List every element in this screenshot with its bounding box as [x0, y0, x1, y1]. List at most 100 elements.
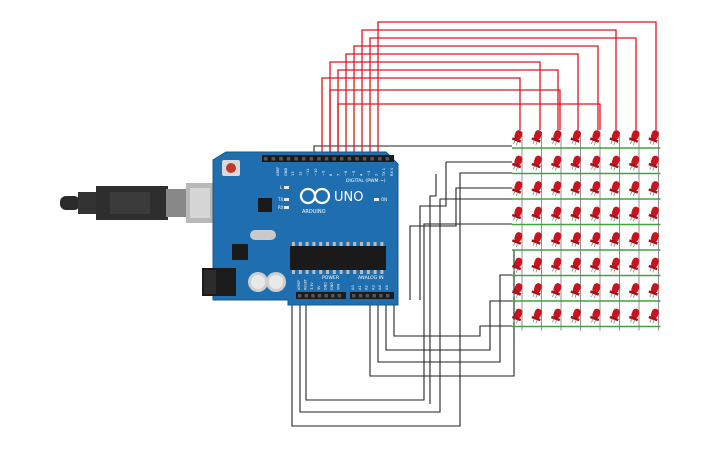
usb-cable[interactable] — [60, 183, 216, 223]
led[interactable] — [511, 205, 525, 222]
led[interactable] — [647, 154, 661, 171]
led[interactable] — [530, 205, 544, 222]
led-tx-label: TX — [277, 197, 283, 202]
led[interactable] — [569, 129, 583, 146]
power-pin-label: IOREF — [297, 280, 301, 290]
aref-label: AREF — [276, 167, 280, 176]
led[interactable] — [608, 154, 622, 171]
led[interactable] — [589, 129, 603, 146]
digital-pin-label: 8 — [329, 173, 333, 176]
analog-header-label: ANALOG IN — [358, 275, 384, 281]
led[interactable] — [530, 129, 544, 146]
led[interactable] — [589, 154, 603, 171]
digital-header-label: DIGITAL (PWM ~) — [346, 178, 386, 184]
power-pin-label: VIN — [337, 284, 341, 290]
digital-pin-label: ~10 — [314, 168, 318, 176]
analog-pin-label: A4 — [378, 285, 382, 290]
power-pin-label: 3.3V — [310, 282, 314, 290]
microcontroller-chip — [290, 246, 386, 270]
led[interactable] — [589, 205, 603, 222]
led[interactable] — [628, 307, 642, 324]
power-pin-label: GND — [330, 282, 334, 290]
led-l-label: L — [280, 185, 283, 190]
led[interactable] — [647, 205, 661, 222]
led[interactable] — [628, 256, 642, 273]
led[interactable] — [550, 129, 564, 146]
led[interactable] — [550, 180, 564, 197]
led[interactable] — [511, 129, 525, 146]
analog-pin-label: A0 — [351, 285, 355, 290]
digital-pin-label: TX 1 — [382, 168, 386, 177]
led[interactable] — [608, 205, 622, 222]
led[interactable] — [530, 282, 544, 299]
led[interactable] — [530, 231, 544, 248]
led[interactable] — [569, 231, 583, 248]
led[interactable] — [647, 256, 661, 273]
led[interactable] — [530, 256, 544, 273]
led[interactable] — [628, 282, 642, 299]
led[interactable] — [511, 231, 525, 248]
led[interactable] — [530, 307, 544, 324]
led[interactable] — [569, 154, 583, 171]
digital-pin-label: 2 — [375, 174, 379, 176]
led[interactable] — [608, 129, 622, 146]
led[interactable] — [569, 282, 583, 299]
led[interactable] — [511, 256, 525, 273]
led[interactable] — [550, 256, 564, 273]
arduino-logo — [299, 187, 331, 205]
led[interactable] — [628, 180, 642, 197]
led[interactable] — [550, 282, 564, 299]
led[interactable] — [628, 205, 642, 222]
digital-pin-label: 7 — [337, 174, 341, 176]
led[interactable] — [550, 205, 564, 222]
led[interactable] — [589, 282, 603, 299]
led[interactable] — [511, 282, 525, 299]
led[interactable] — [550, 307, 564, 324]
led[interactable] — [608, 307, 622, 324]
led[interactable] — [589, 180, 603, 197]
led[interactable] — [550, 154, 564, 171]
led[interactable] — [647, 282, 661, 299]
led[interactable] — [569, 205, 583, 222]
led[interactable] — [550, 231, 564, 248]
led[interactable] — [589, 256, 603, 273]
ground-wires — [291, 145, 515, 427]
digital-pin-label: 13 — [291, 171, 295, 176]
analog-pin-label: A1 — [358, 285, 362, 290]
led[interactable] — [589, 307, 603, 324]
led[interactable] — [589, 231, 603, 248]
led[interactable] — [511, 180, 525, 197]
led[interactable] — [530, 154, 544, 171]
led[interactable] — [569, 307, 583, 324]
led[interactable] — [511, 307, 525, 324]
led[interactable] — [647, 231, 661, 248]
led[interactable] — [608, 180, 622, 197]
led-on-label: ON — [381, 197, 387, 202]
led[interactable] — [569, 256, 583, 273]
analog-pin-label: A5 — [385, 285, 389, 290]
model-label: UNO — [334, 190, 363, 205]
led[interactable] — [530, 180, 544, 197]
brand-label: ARDUINO — [302, 209, 326, 215]
power-pin-label: 5V — [317, 285, 321, 290]
led[interactable] — [628, 154, 642, 171]
analog-header[interactable] — [350, 292, 394, 299]
led[interactable] — [647, 307, 661, 324]
led[interactable] — [647, 129, 661, 146]
led[interactable] — [628, 231, 642, 248]
gnd-label: GND — [284, 168, 288, 176]
led-matrix — [511, 129, 661, 331]
digital-pin-label: RX 0 — [390, 167, 394, 176]
led[interactable] — [608, 231, 622, 248]
led[interactable] — [647, 180, 661, 197]
led[interactable] — [608, 282, 622, 299]
led[interactable] — [511, 154, 525, 171]
led[interactable] — [628, 129, 642, 146]
power-header-label: POWER — [322, 275, 340, 281]
digital-pin-label: ~6 — [344, 170, 348, 176]
led[interactable] — [608, 256, 622, 273]
digital-pin-label: ~9 — [321, 170, 325, 176]
led[interactable] — [569, 180, 583, 197]
